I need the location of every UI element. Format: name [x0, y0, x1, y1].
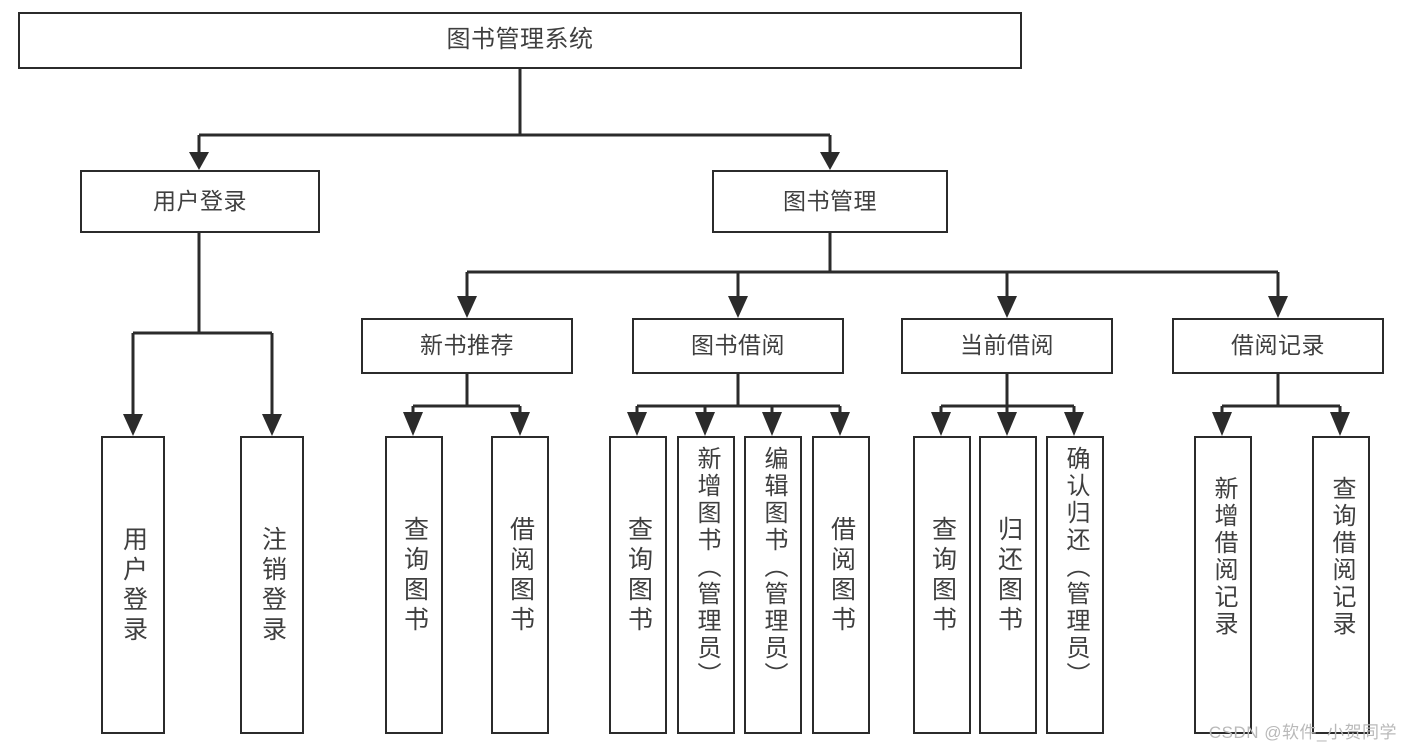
node-label: 借阅图书	[827, 516, 856, 636]
leaf-book-borrow-add-book-admin[interactable]: 新增图书（管理员）	[677, 436, 735, 734]
leaf-current-borrow-confirm-return-admin[interactable]: 确认归还（管理员）	[1046, 436, 1104, 734]
node-label: 查询借阅记录	[1328, 476, 1355, 638]
node-label: 图书管理系统	[446, 26, 594, 54]
leaf-current-borrow-return-book[interactable]: 归还图书	[979, 436, 1037, 734]
arrow-to-current-borrow	[997, 296, 1017, 318]
arrow-br-leaf-1	[1212, 412, 1232, 436]
arrow-to-borrow-record	[1268, 296, 1288, 318]
leaf-user-login-login[interactable]: 用户登录	[101, 436, 165, 734]
leaf-new-book-query-book[interactable]: 查询图书	[385, 436, 443, 734]
node-label: 图书借阅	[691, 332, 785, 359]
node-label: 确认归还（管理员）	[1062, 446, 1089, 689]
arrow-to-new-book-recommend	[457, 296, 477, 318]
arrow-to-book-borrow	[728, 296, 748, 318]
watermark: CSDN @软件_小贺同学	[1208, 723, 1397, 742]
arrow-cb-leaf-1	[931, 412, 951, 436]
arrow-nbr-leaf-1	[403, 412, 423, 436]
node-label: 查询图书	[400, 516, 429, 636]
arrow-nbr-leaf-2	[510, 412, 530, 436]
node-book-borrow[interactable]: 图书借阅	[632, 318, 844, 374]
arrow-bb-leaf-2	[695, 412, 715, 436]
arrow-bb-leaf-1	[627, 412, 647, 436]
node-user-login[interactable]: 用户登录	[80, 170, 320, 233]
node-book-management[interactable]: 图书管理	[712, 170, 948, 233]
leaf-borrow-record-add-record[interactable]: 新增借阅记录	[1194, 436, 1252, 734]
node-label: 借阅记录	[1231, 332, 1325, 359]
node-new-book-recommend[interactable]: 新书推荐	[361, 318, 573, 374]
node-label: 编辑图书（管理员）	[760, 446, 787, 689]
leaf-book-borrow-edit-book-admin[interactable]: 编辑图书（管理员）	[744, 436, 802, 734]
leaf-book-borrow-query-book[interactable]: 查询图书	[609, 436, 667, 734]
arrow-user-login-leaf-1	[123, 414, 143, 436]
node-label: 注销登录	[258, 526, 287, 646]
node-label: 查询图书	[928, 516, 957, 636]
node-label: 图书管理	[783, 187, 877, 214]
node-label: 当前借阅	[960, 332, 1054, 359]
node-label: 归还图书	[994, 516, 1023, 636]
node-label: 查询图书	[624, 516, 653, 636]
node-borrow-record[interactable]: 借阅记录	[1172, 318, 1384, 374]
arrow-cb-leaf-3	[1064, 412, 1084, 436]
arrow-bb-leaf-4	[830, 412, 850, 436]
arrow-user-login-leaf-2	[262, 414, 282, 436]
node-root-book-management-system[interactable]: 图书管理系统	[18, 12, 1022, 69]
node-label: 用户登录	[119, 526, 148, 646]
leaf-book-borrow-borrow-book[interactable]: 借阅图书	[812, 436, 870, 734]
leaf-current-borrow-query-book[interactable]: 查询图书	[913, 436, 971, 734]
leaf-user-login-logout[interactable]: 注销登录	[240, 436, 304, 734]
leaf-new-book-borrow-book[interactable]: 借阅图书	[491, 436, 549, 734]
arrow-br-leaf-2	[1330, 412, 1350, 436]
arrow-cb-leaf-2	[997, 412, 1017, 436]
node-current-borrow[interactable]: 当前借阅	[901, 318, 1113, 374]
node-label: 用户登录	[153, 187, 247, 214]
node-label: 借阅图书	[506, 516, 535, 636]
node-label: 新书推荐	[420, 332, 514, 359]
arrow-bb-leaf-3	[762, 412, 782, 436]
arrow-root-to-book-mgmt	[820, 152, 840, 170]
node-label: 新增借阅记录	[1210, 476, 1237, 638]
leaf-borrow-record-query-record[interactable]: 查询借阅记录	[1312, 436, 1370, 734]
node-label: 新增图书（管理员）	[693, 446, 720, 689]
arrow-root-to-user-login	[189, 152, 209, 170]
